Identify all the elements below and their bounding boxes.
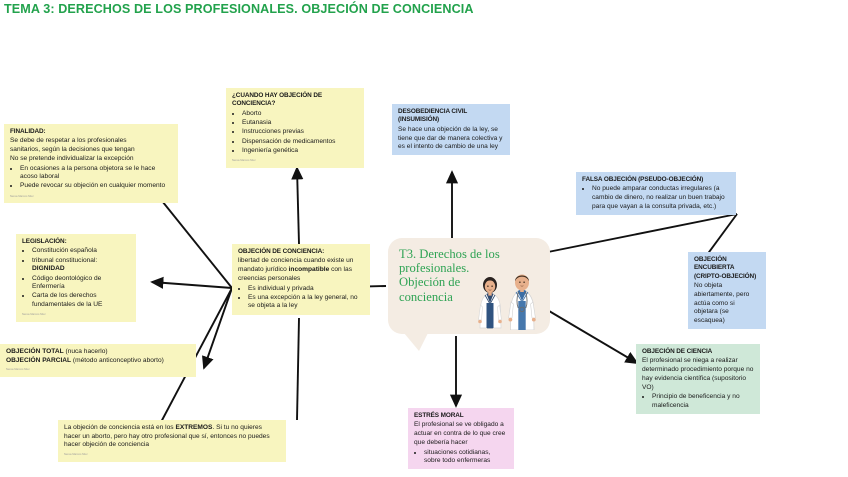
node-estres-heading: ESTRÉS MORAL bbox=[414, 412, 464, 419]
connector-center-ciencia bbox=[543, 307, 639, 364]
list-item: Eutanasia bbox=[242, 119, 358, 128]
center-node-title: T3. Derechos de los profesionales. Objec… bbox=[399, 247, 500, 304]
list-item: En ocasiones a la persona objetora se le… bbox=[20, 165, 172, 182]
watermark: Nerea Marcos Mier bbox=[22, 313, 46, 317]
node-objecion-total-label: OBJECIÓN TOTAL bbox=[6, 348, 64, 355]
node-encubierta-heading: OBJECIÓN ENCUBIERTA (CRIPTO-OBJECIÓN) bbox=[694, 256, 757, 280]
node-objecion-total-line: OBJECIÓN TOTAL (nuca hacerlo) bbox=[6, 348, 190, 357]
node-ciencia-body: El profesional se niega a realizar deter… bbox=[642, 357, 754, 391]
watermark: Nerea Marcos Mier bbox=[10, 194, 34, 198]
list-item: Constitución española bbox=[32, 247, 130, 256]
list-item: Aborto bbox=[242, 110, 358, 119]
node-objecion-de-ciencia[interactable]: OBJECIÓN DE CIENCIA El profesional se ni… bbox=[636, 344, 760, 415]
node-objecion-parcial-detail: (método anticonceptivo aborto) bbox=[71, 356, 164, 364]
node-finalidad[interactable]: FINALIDAD: Se debe de respetar a los pro… bbox=[4, 124, 178, 204]
node-definicion-body-after: con las creencias personales bbox=[238, 266, 352, 282]
list-item: Es una excepción a la ley general, no se… bbox=[248, 294, 364, 311]
node-desobediencia-heading: DESOBEDIENCIA CIVIL (INSUMISIÓN) bbox=[398, 108, 468, 124]
node-ciencia-bullets: Principio de beneficencia y no maleficen… bbox=[642, 393, 754, 410]
node-cuando-heading: ¿CUANDO HAY OBJECIÓN DE CONCIENCIA? bbox=[232, 92, 323, 108]
node-definicion-body: libertad de conciencia cuando existe un … bbox=[238, 257, 364, 283]
healthcare-professionals-illustration bbox=[478, 274, 536, 330]
node-finalidad-heading: FINALIDAD: bbox=[10, 128, 46, 135]
node-finalidad-bullets: En ocasiones a la persona objetora se le… bbox=[10, 165, 172, 192]
connector-hub-legislacion bbox=[150, 276, 233, 289]
list-item: Instrucciones previas bbox=[242, 128, 358, 137]
node-objecion-total-detail: (nuca hacerlo) bbox=[63, 348, 108, 355]
node-falsa-objecion[interactable]: FALSA OBJECIÓN (PSEUDO-OBJECIÓN) No pued… bbox=[576, 172, 736, 216]
connector-definicion-cuando bbox=[291, 166, 304, 245]
page-title: TEMA 3: DERECHOS DE LOS PROFESIONALES. O… bbox=[4, 2, 474, 16]
watermark: Nerea Marcos Mier bbox=[6, 368, 30, 372]
node-desobediencia-civil[interactable]: DESOBEDIENCIA CIVIL (INSUMISIÓN) Se hace… bbox=[392, 104, 510, 156]
node-objecion-encubierta[interactable]: OBJECIÓN ENCUBIERTA (CRIPTO-OBJECIÓN) No… bbox=[688, 252, 766, 329]
nurse-figure bbox=[478, 277, 502, 329]
list-item: Carta de los derechos fundamentales de l… bbox=[32, 292, 130, 309]
node-estres-body: El profesional se ve obligado a actuar e… bbox=[414, 421, 506, 446]
node-falsa-heading: FALSA OBJECIÓN (PSEUDO-OBJECIÓN) bbox=[582, 176, 704, 183]
watermark: Nerea Marcos Mier bbox=[64, 453, 88, 457]
node-legislacion-bullets: Constitución española tribunal constituc… bbox=[22, 247, 130, 309]
list-item: Puede revocar su objeción en cualquier m… bbox=[20, 182, 172, 191]
node-definicion-body-before: libertad de conciencia cuando existe un … bbox=[238, 257, 354, 274]
list-item: tribunal constitucional: DIGNIDAD bbox=[32, 257, 130, 274]
node-definicion-bullets: Es individual y privada Es una excepción… bbox=[238, 285, 364, 312]
list-item: Principio de beneficencia y no maleficen… bbox=[652, 393, 754, 410]
node-extremos-text-before: La objeción de conciencia está en los bbox=[64, 424, 176, 431]
node-finalidad-line-1: Se debe de respetar a los profesionales bbox=[10, 137, 127, 145]
list-item: Código deontológico de Enfermería bbox=[32, 275, 130, 292]
node-objecion-parcial-label: OBJECIÓN PARCIAL bbox=[6, 356, 72, 364]
node-encubierta-body: No objeta abiertamente, pero actúa como … bbox=[694, 282, 750, 325]
node-estres-moral[interactable]: ESTRÉS MORAL El profesional se ve obliga… bbox=[408, 408, 514, 470]
node-falsa-bullets: No puede amparar conductas irregulares (… bbox=[582, 185, 730, 211]
node-desobediencia-body: Se hace una objeción de la ley, se tiene… bbox=[398, 125, 503, 151]
node-definicion-heading: OBJECIÓN DE CONCIENCIA: bbox=[238, 248, 325, 255]
connector-hub-objecion-total bbox=[202, 287, 233, 370]
node-extremos[interactable]: La objeción de conciencia está en los EX… bbox=[58, 420, 286, 462]
node-extremos-text: La objeción de conciencia está en los EX… bbox=[64, 424, 280, 450]
node-ciencia-heading: OBJECIÓN DE CIENCIA bbox=[642, 348, 713, 355]
node-objecion-total-parcial[interactable]: OBJECIÓN TOTAL (nuca hacerlo) OBJECIÓN P… bbox=[0, 344, 196, 378]
node-legislacion[interactable]: LEGISLACIÓN: Constitución española tribu… bbox=[16, 234, 136, 323]
speech-bubble-tail bbox=[404, 333, 428, 351]
node-estres-bullets: situaciones cotidianas, sobre todo enfer… bbox=[414, 449, 508, 466]
node-finalidad-line-2: sanitarios, según la decisiones que teng… bbox=[10, 146, 135, 154]
watermark: Nerea Marcos Mier bbox=[232, 158, 256, 162]
node-definicion-keyword: incompatible bbox=[288, 266, 330, 274]
list-item: situaciones cotidianas, sobre todo enfer… bbox=[424, 449, 508, 466]
node-cuando-bullets: Aborto Eutanasia Instrucciones previas D… bbox=[232, 110, 358, 156]
node-cuando-hay-objecion[interactable]: ¿CUANDO HAY OBJECIÓN DE CONCIENCIA? Abor… bbox=[226, 88, 364, 168]
list-item: No puede amparar conductas irregulares (… bbox=[592, 185, 730, 211]
node-objecion-de-conciencia-definicion[interactable]: OBJECIÓN DE CONCIENCIA: libertad de conc… bbox=[232, 244, 370, 315]
node-finalidad-line-3: No se pretende individualizar la excepci… bbox=[10, 154, 134, 162]
node-extremos-text-after: . Si tu no quieres hacer un aborto, pero… bbox=[64, 424, 270, 449]
list-item: Dispensación de medicamentos bbox=[242, 138, 358, 147]
doctor-figure bbox=[508, 274, 536, 330]
list-item: Es individual y privada bbox=[248, 285, 364, 294]
node-legislacion-heading: LEGISLACIÓN: bbox=[22, 238, 67, 245]
center-node-bubble[interactable]: T3. Derechos de los profesionales. Objec… bbox=[388, 238, 550, 351]
connector-center-falsa bbox=[547, 213, 738, 253]
node-legislacion-dignidad: DIGNIDAD bbox=[32, 265, 65, 273]
list-item: Ingeniería genética bbox=[242, 147, 358, 156]
node-extremos-keyword: EXTREMOS bbox=[175, 424, 213, 431]
connector-definicion-extremos bbox=[296, 317, 300, 421]
node-objecion-parcial-line: OBJECIÓN PARCIAL (método anticonceptivo … bbox=[6, 357, 190, 366]
